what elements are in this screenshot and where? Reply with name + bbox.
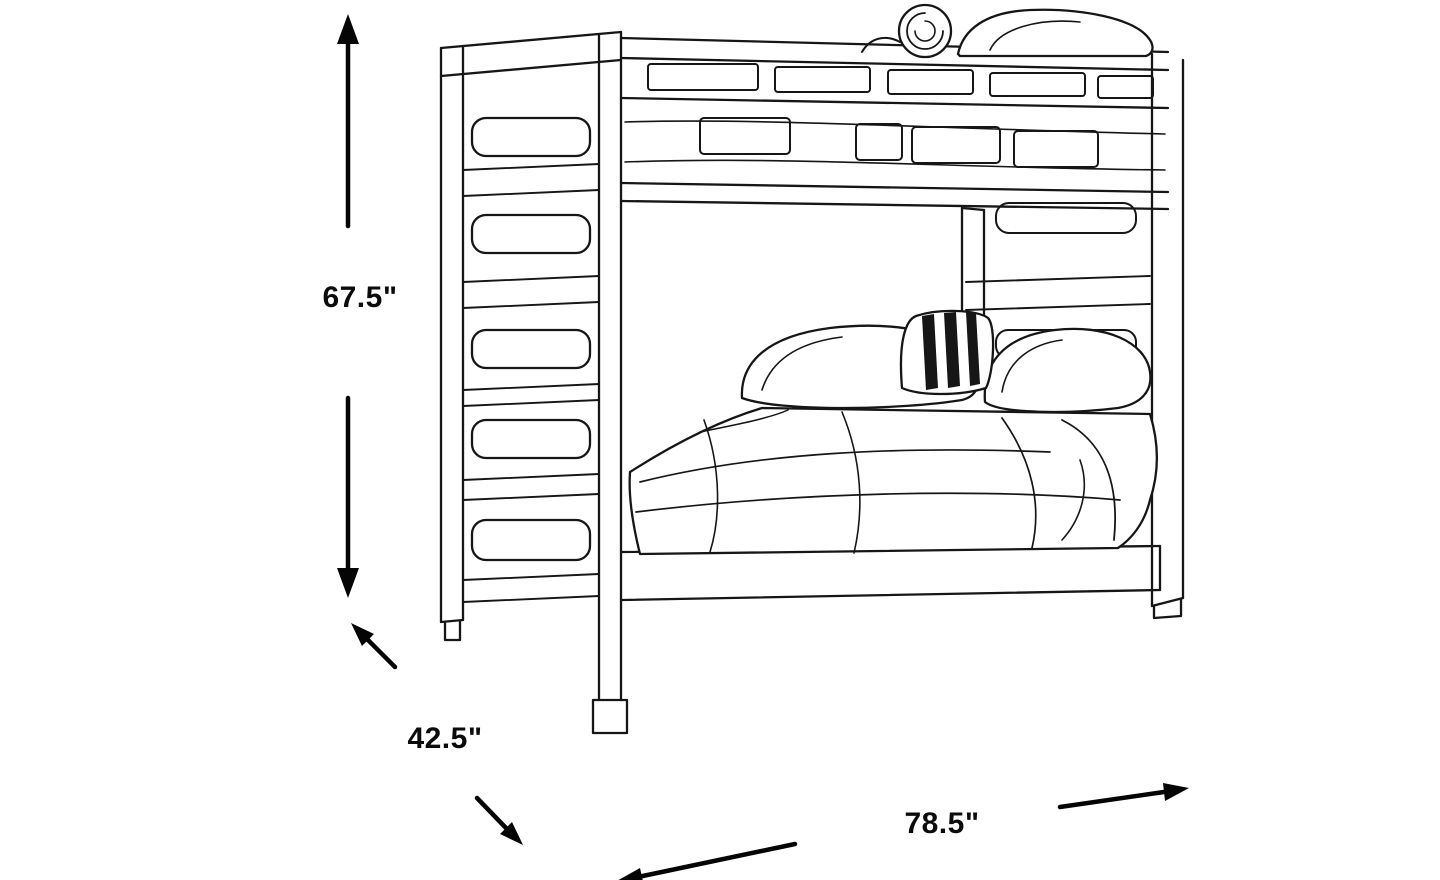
height-dimension-arrow-icon <box>337 14 359 598</box>
height-dimension-label: 67.5" <box>322 281 398 314</box>
width-dimension-label: 78.5" <box>904 807 980 840</box>
depth-dimension-arrow-icon <box>351 623 523 845</box>
width-dimension-arrow-icon <box>618 783 1189 880</box>
depth-dimension-label: 42.5" <box>407 722 483 755</box>
bunk-bed-drawing-icon <box>439 3 1185 735</box>
